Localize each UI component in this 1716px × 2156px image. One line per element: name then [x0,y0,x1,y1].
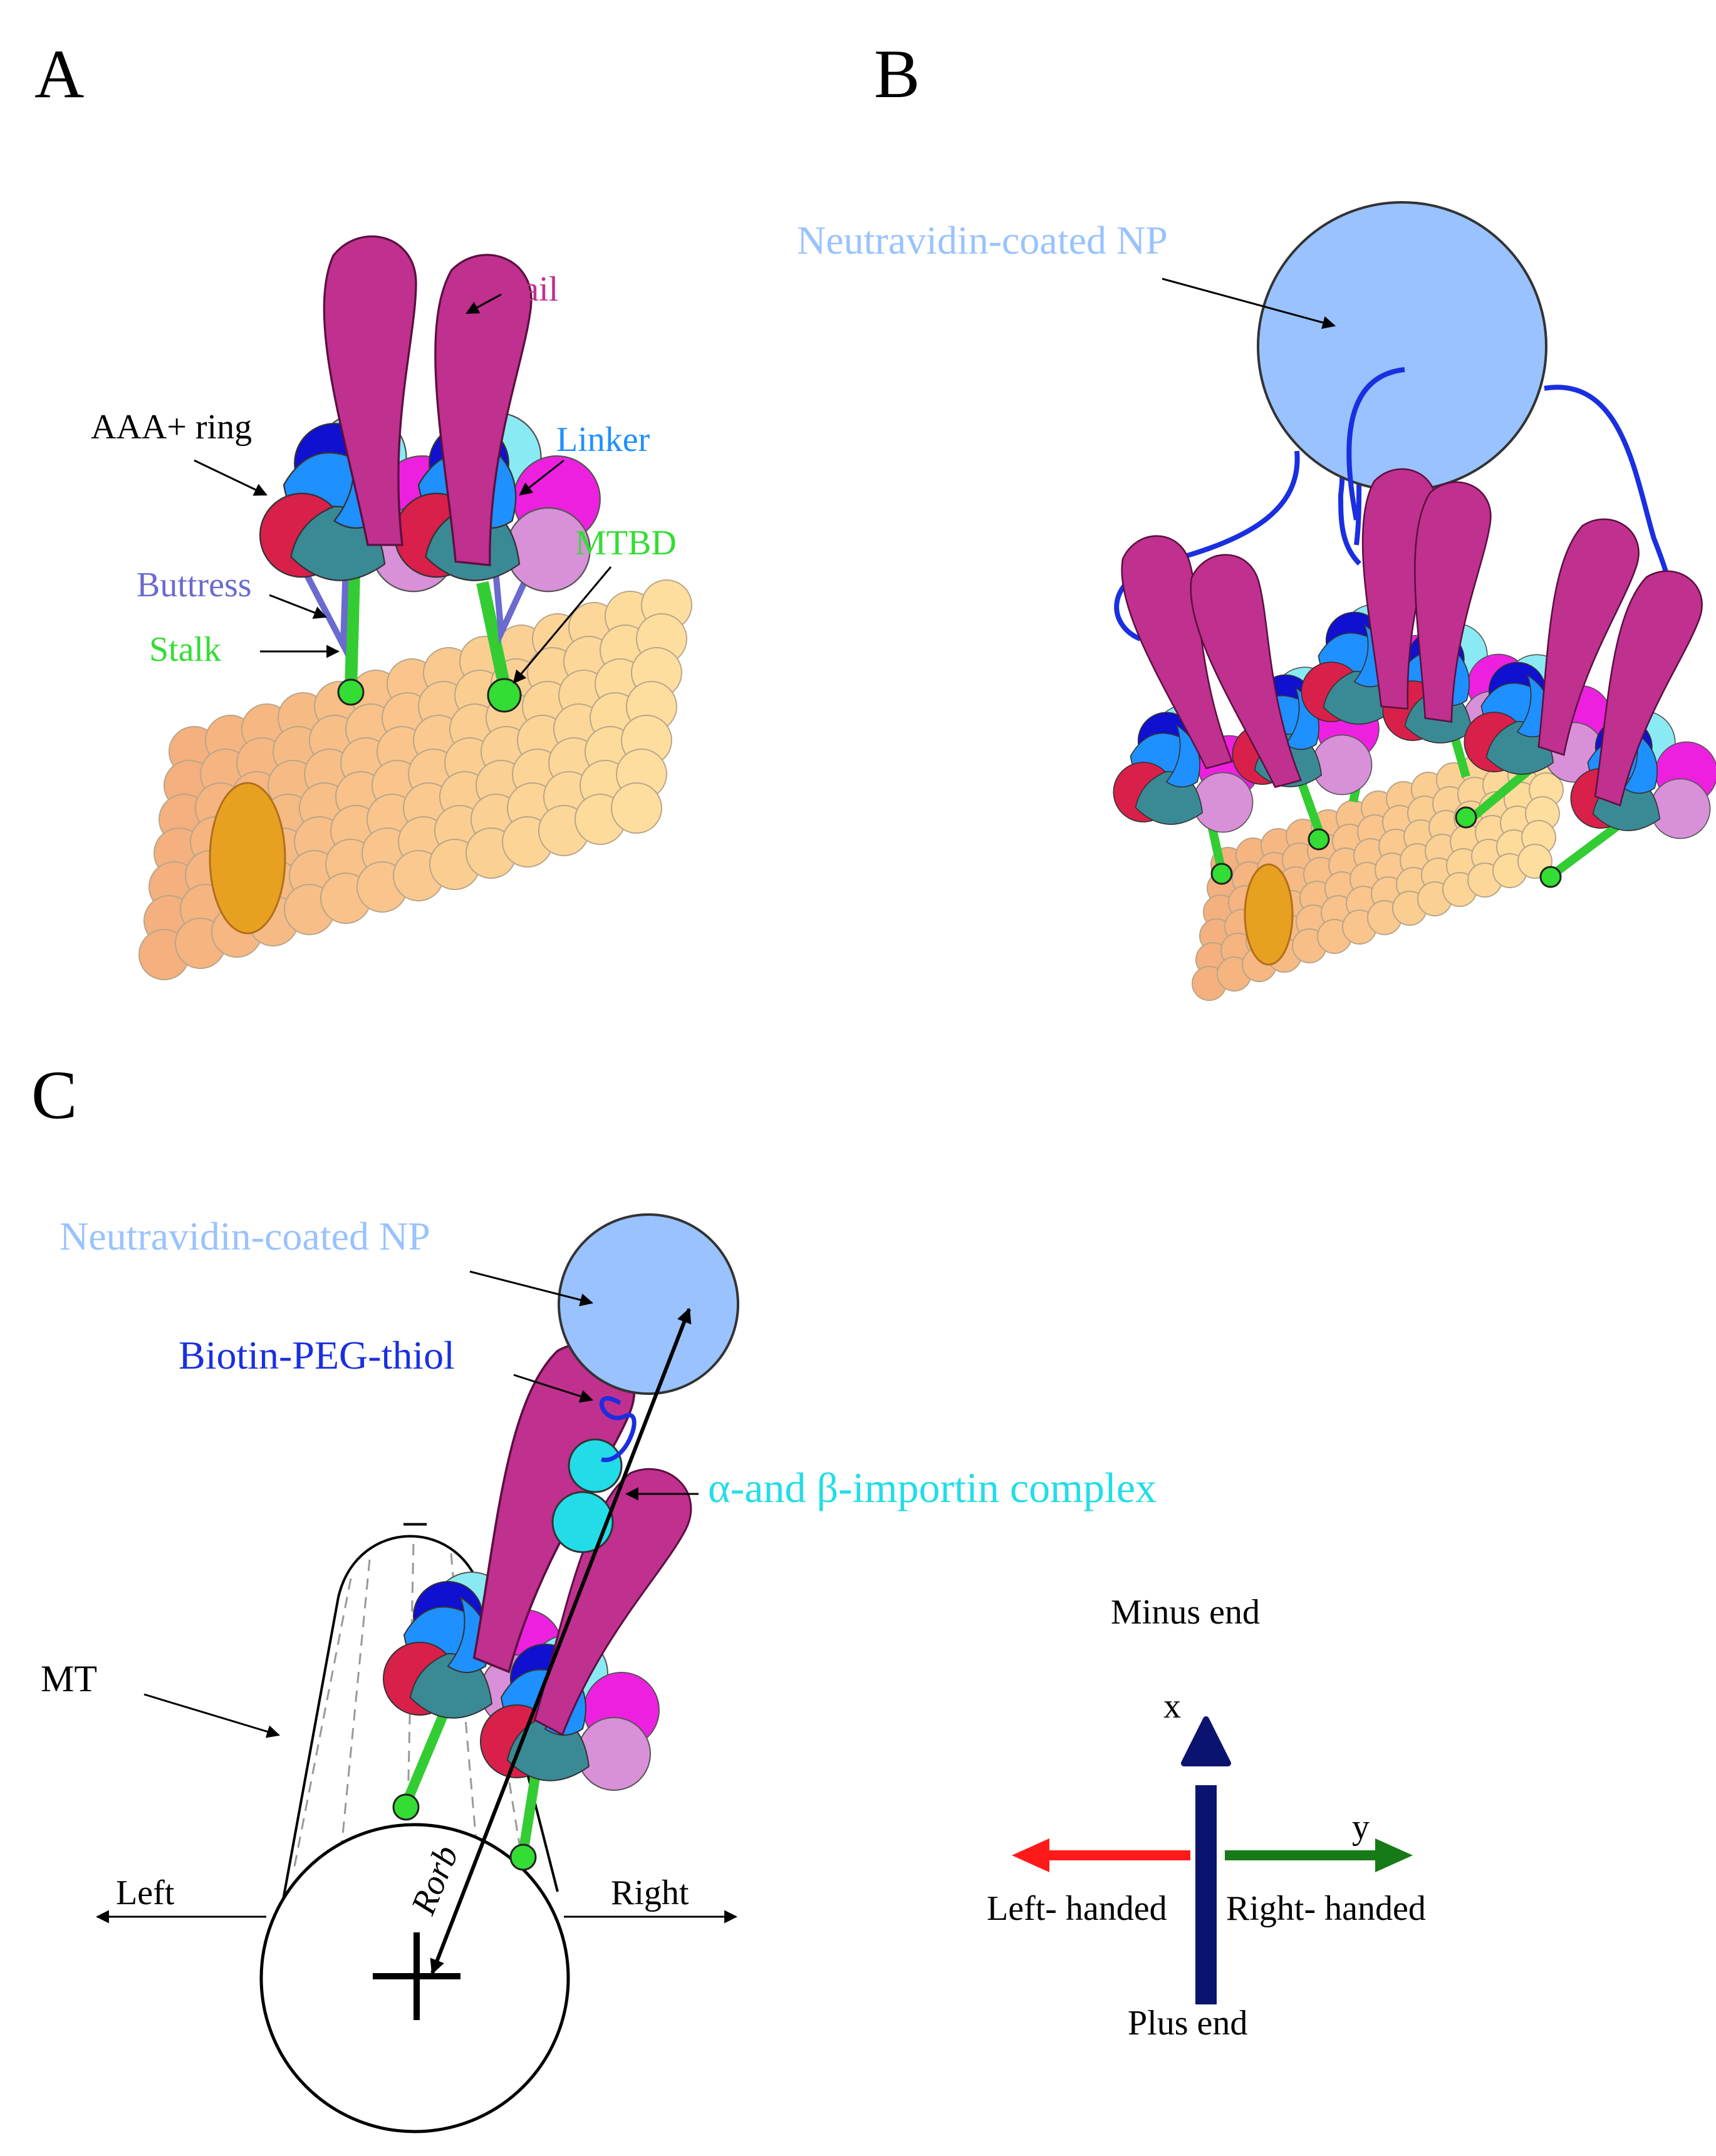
label-np-b: Neutravidin-coated NP [797,218,1168,262]
panel-b: Neutravidin-coated NP [797,201,1716,1001]
minus-sign: − [401,1497,429,1552]
label-y: y [1352,1808,1370,1847]
microtubule-a [138,579,692,980]
label-stalk: Stalk [149,630,221,669]
label-right-handed: Right- handed [1226,1889,1426,1928]
label-buttress: Buttress [137,566,252,604]
microtubule-lumen [209,782,286,935]
label-mt: MT [41,1658,97,1699]
axis-right-head [1375,1838,1413,1872]
nanoparticle-b [1257,201,1547,492]
label-biotin: Biotin-PEG-thiol [179,1333,455,1377]
label-right: Right [611,1874,689,1912]
label-aaa-ring: AAA+ ring [91,408,252,447]
panel-letter-b: B [874,36,920,112]
label-x: x [1163,1687,1181,1726]
label-minus-end: Minus end [1111,1593,1260,1632]
direction-axes: Minus end Plus end x y Left- handed Righ… [987,1593,1426,2043]
label-mtbd: MTBD [575,524,677,562]
panel-c: Rorb − Left Right MT Neutravidin-coated … [41,1213,1157,2133]
tubulin-subunit [611,782,662,834]
nanoparticle-c [558,1213,739,1395]
label-linker: Linker [556,420,650,459]
panel-a: Tail AAA+ ring Linker MTBD Buttress Stal… [91,235,692,980]
microtubule-lumen [1244,863,1294,966]
label-np-c: Neutravidin-coated NP [60,1214,430,1258]
rorb-arrow [430,1307,692,1975]
label-left: Left [116,1874,175,1912]
label-tail: Tail [504,270,558,309]
label-importin: α-and β-importin complex [708,1464,1157,1511]
panel-letter-c: C [31,1057,77,1133]
importin-beta [551,1491,614,1553]
mtbd-right [487,678,522,713]
axis-left-head [1012,1838,1049,1872]
panel-letter-a: A [34,36,84,112]
stalk-left [345,573,360,690]
stalk-right [476,581,511,688]
axis-x-head [1181,1716,1231,1766]
mtbd-left [337,678,365,706]
label-plus-end: Plus end [1128,2004,1247,2043]
label-left-handed: Left- handed [987,1889,1167,1928]
importin-alpha [568,1438,623,1493]
